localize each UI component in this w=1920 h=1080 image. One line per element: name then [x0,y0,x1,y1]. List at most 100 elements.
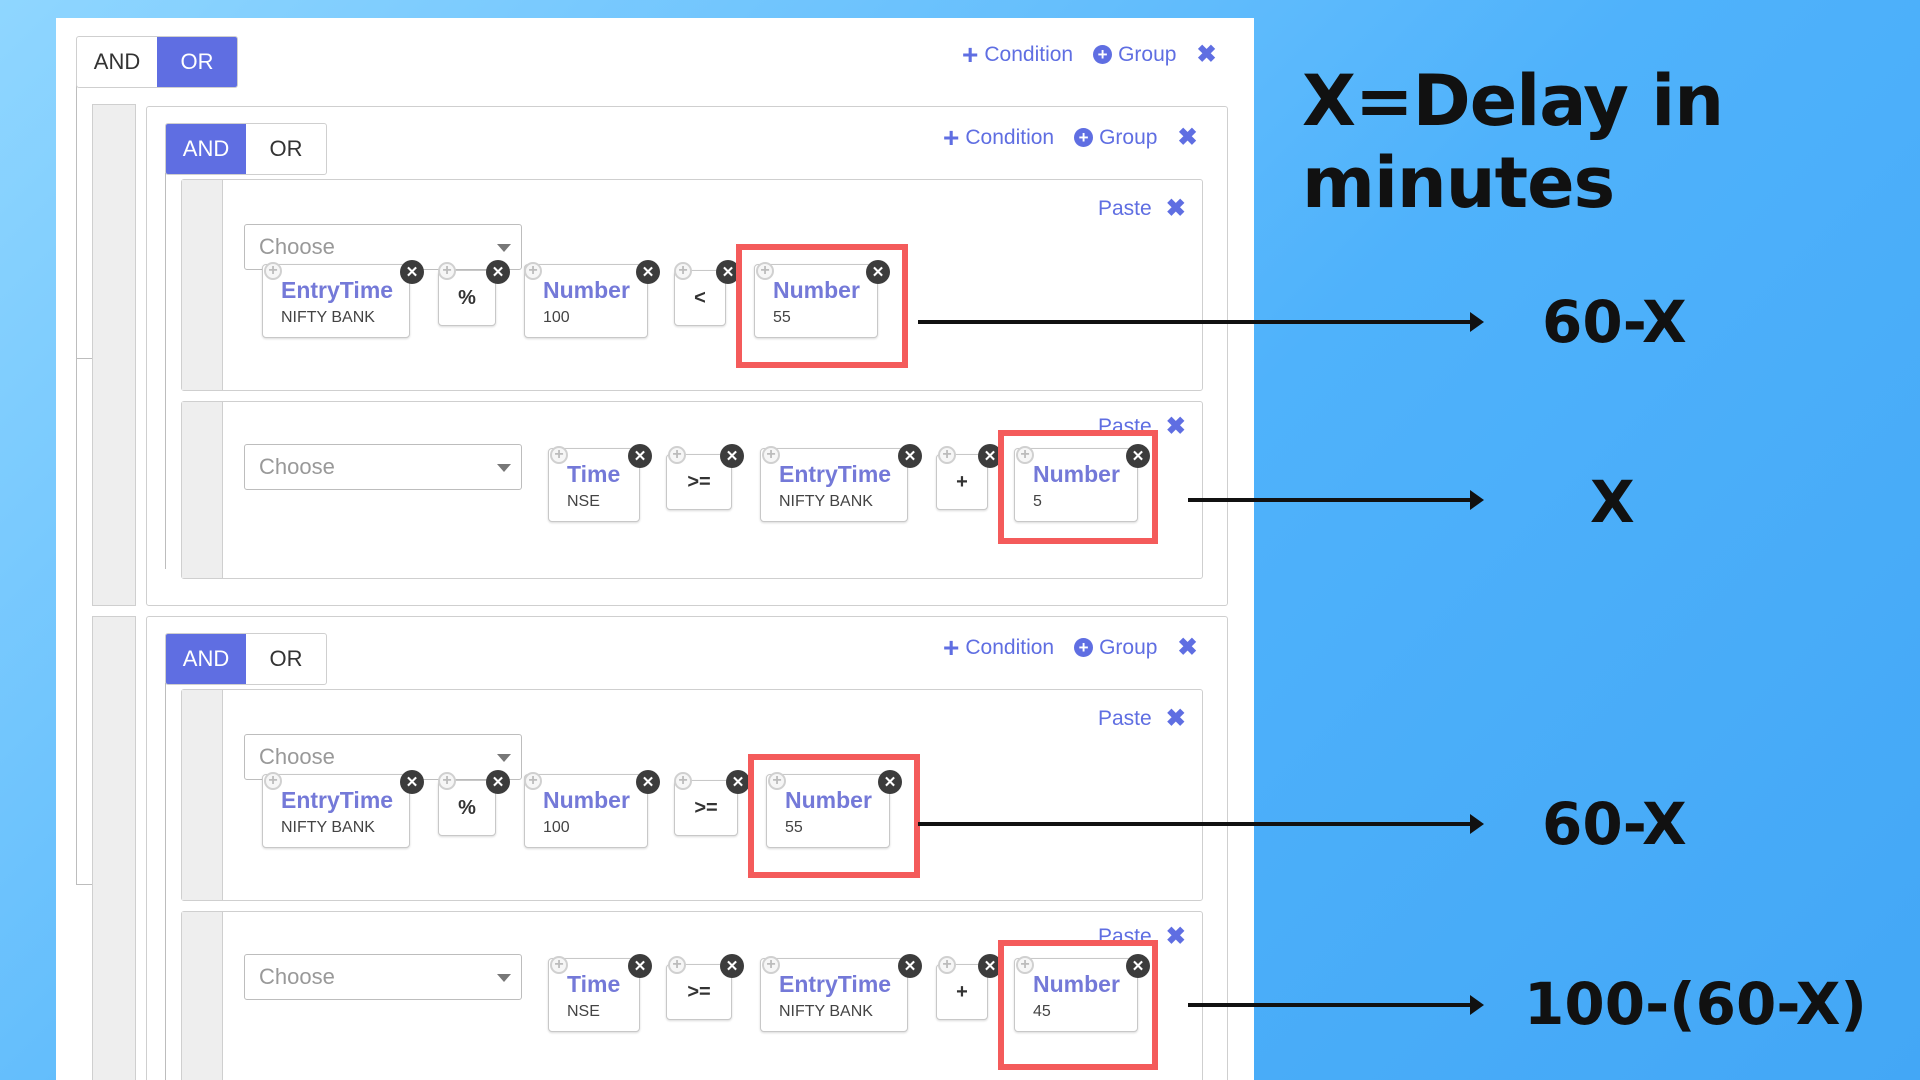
remove-circle-icon[interactable]: ✕ [898,444,922,468]
annotation-label-3: 60-X [1542,790,1687,858]
token-number-100[interactable]: Number 100 [524,264,648,338]
group-drag-rail-2[interactable] [92,616,136,1080]
rule-1-paste-button[interactable]: Paste [1098,196,1152,220]
group-1-actions: +Condition +Group ✖ [943,123,1198,152]
remove-circle-icon[interactable]: ✕ [486,260,510,284]
group-2-delete-icon[interactable]: ✖ [1177,634,1198,661]
rule-4-select[interactable]: Choose [244,954,522,1000]
add-circle-icon[interactable]: + [938,446,956,464]
remove-circle-icon[interactable]: ✕ [486,770,510,794]
rule-2-drag-rail[interactable] [182,402,223,578]
rule-3-select[interactable]: Choose [244,734,522,780]
add-circle-icon[interactable]: + [1016,956,1034,974]
outer-delete-icon[interactable]: ✖ [1196,41,1217,68]
add-circle-icon[interactable]: + [550,446,568,464]
remove-circle-icon[interactable]: ✕ [898,954,922,978]
token-title: Number [1033,461,1120,487]
add-circle-icon[interactable]: + [438,772,456,790]
outer-add-group-button[interactable]: +Group [1093,43,1176,67]
token-entrytime[interactable]: EntryTime NIFTY BANK [262,264,410,338]
operator-mod[interactable]: % [438,270,496,326]
group-2-add-group-button[interactable]: +Group [1074,636,1157,660]
select-placeholder: Choose [259,964,335,989]
outer-add-condition-button[interactable]: +Condition [962,40,1073,68]
group-1-or-button[interactable]: OR [269,136,303,161]
group-1-connector [165,173,166,569]
rule-4-drag-rail[interactable] [182,912,223,1080]
highlight-box [748,754,920,878]
token-entrytime[interactable]: EntryTime NIFTY BANK [760,448,908,522]
remove-circle-icon[interactable]: ✕ [400,260,424,284]
group-drag-rail-1[interactable] [92,104,136,606]
add-circle-icon[interactable]: + [674,772,692,790]
remove-circle-icon[interactable]: ✕ [866,260,890,284]
tree-connector-branch-1 [76,358,92,359]
token-number-100[interactable]: Number 100 [524,774,648,848]
add-circle-icon[interactable]: + [264,772,282,790]
token-title: Time [567,461,621,487]
query-builder-panel: AND OR +Condition +Group ✖ AND OR +Condi… [56,18,1254,1080]
group-1-delete-icon[interactable]: ✖ [1177,124,1198,151]
remove-circle-icon[interactable]: ✕ [636,770,660,794]
tree-connector-branch-2 [76,884,92,885]
add-circle-icon[interactable]: + [938,956,956,974]
token-title: EntryTime [779,461,892,487]
rule-2-select[interactable]: Choose [244,444,522,490]
remove-circle-icon[interactable]: ✕ [720,954,744,978]
add-circle-icon[interactable]: + [762,446,780,464]
rule-1-select[interactable]: Choose [244,224,522,270]
remove-circle-icon[interactable]: ✕ [878,770,902,794]
group-2-and-button[interactable]: AND [166,634,246,684]
outer-or-button[interactable]: OR [157,37,237,87]
group-2-and-or-toggle: AND OR [165,633,327,685]
rule-4-delete-icon[interactable]: ✖ [1165,923,1186,950]
token-subtitle: NSE [567,493,600,510]
token-number-55[interactable]: Number 55 [766,774,890,848]
group-1-add-condition-button[interactable]: +Condition [943,123,1054,151]
outer-and-or-toggle: AND OR [76,36,238,88]
remove-circle-icon[interactable]: ✕ [636,260,660,284]
rule-2-delete-icon[interactable]: ✖ [1165,413,1186,440]
token-value: 55 [773,309,791,326]
rule-3-drag-rail[interactable] [182,690,223,900]
operator-gte[interactable]: >= [674,780,738,836]
remove-circle-icon[interactable]: ✕ [628,444,652,468]
rule-3-delete-icon[interactable]: ✖ [1165,705,1186,732]
outer-and-button[interactable]: AND [93,49,141,74]
remove-circle-icon[interactable]: ✕ [726,770,750,794]
add-circle-icon[interactable]: + [756,262,774,280]
add-circle-icon[interactable]: + [668,956,686,974]
add-circle-icon[interactable]: + [524,262,542,280]
group-2: AND OR +Condition +Group ✖ Paste ✖ Choos… [146,616,1228,1080]
rule-1-delete-icon[interactable]: ✖ [1165,195,1186,222]
add-circle-icon[interactable]: + [550,956,568,974]
group-1-add-group-button[interactable]: +Group [1074,126,1157,150]
group-2-or-button[interactable]: OR [269,646,303,671]
token-title: Time [567,971,621,997]
add-circle-icon[interactable]: + [438,262,456,280]
remove-circle-icon[interactable]: ✕ [720,444,744,468]
token-entrytime[interactable]: EntryTime NIFTY BANK [760,958,908,1032]
token-number-5[interactable]: Number 5 [1014,448,1138,522]
token-number-55[interactable]: Number 55 [754,264,878,338]
add-circle-icon[interactable]: + [524,772,542,790]
remove-circle-icon[interactable]: ✕ [400,770,424,794]
remove-circle-icon[interactable]: ✕ [1126,444,1150,468]
add-circle-icon[interactable]: + [762,956,780,974]
add-circle-icon[interactable]: + [768,772,786,790]
rule-3-paste-button[interactable]: Paste [1098,706,1152,730]
group-1-and-button[interactable]: AND [166,124,246,174]
add-circle-icon[interactable]: + [264,262,282,280]
token-title: Number [543,787,630,813]
remove-circle-icon[interactable]: ✕ [628,954,652,978]
remove-circle-icon[interactable]: ✕ [1126,954,1150,978]
token-subtitle: NSE [567,1003,600,1020]
token-number-45[interactable]: Number 45 [1014,958,1138,1032]
add-circle-icon[interactable]: + [668,446,686,464]
token-entrytime[interactable]: EntryTime NIFTY BANK [262,774,410,848]
rule-1-drag-rail[interactable] [182,180,223,390]
group-2-add-condition-button[interactable]: +Condition [943,633,1054,661]
token-value: 55 [785,819,803,836]
add-circle-icon[interactable]: + [674,262,692,280]
add-circle-icon[interactable]: + [1016,446,1034,464]
